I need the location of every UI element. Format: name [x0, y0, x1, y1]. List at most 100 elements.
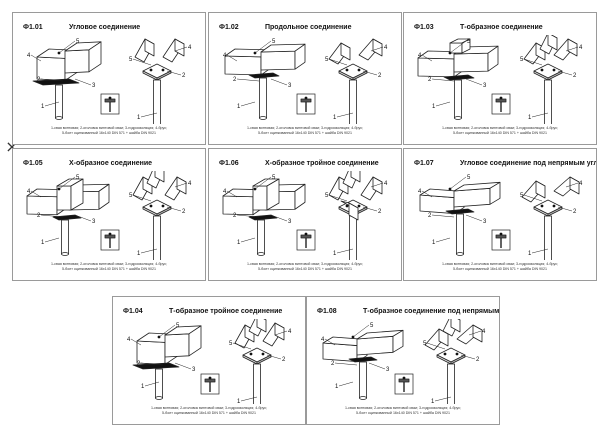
card-title: Х-образное соединение — [69, 160, 153, 167]
pile-cap — [204, 378, 216, 383]
caption-line-2: 5-болт оцинкованный 16х140 DIN 571 + шай… — [257, 131, 353, 135]
leader-line — [236, 214, 260, 218]
card-header: Ф1.03 Т-образное соединение — [414, 21, 588, 35]
beam-face — [453, 187, 491, 208]
callout-number: 4 — [288, 329, 292, 335]
card-title: Угловое соединение — [69, 24, 141, 31]
leader-line — [368, 362, 386, 370]
callout-number: 4 — [579, 45, 583, 51]
leader-line — [370, 182, 384, 188]
card-title: Х-образное тройное соединение — [265, 160, 379, 167]
screw-pile — [155, 368, 163, 399]
pile-cap — [104, 98, 116, 103]
drawing-card-Ф1.07[interactable]: Ф1.07 Угловое соединение под непрямым уг… — [403, 148, 597, 281]
leader-line — [44, 237, 60, 243]
bolt — [261, 352, 265, 356]
callout-number: 2 — [573, 73, 577, 79]
caption-line-1: 1-свая винтовая; 2-оголовок винтовой сва… — [441, 126, 559, 130]
beam-face — [350, 171, 361, 183]
leader-line — [336, 248, 354, 254]
callout-number: 2 — [182, 209, 186, 215]
screw-pile — [153, 215, 161, 260]
callout-number: 4 — [27, 189, 31, 195]
beam-face — [372, 176, 383, 195]
caption-line-2: 5-болт оцинкованный 16х140 DIN 571 + шай… — [257, 267, 353, 271]
callout-number: 5 — [229, 341, 233, 347]
leader-line — [40, 78, 64, 82]
beam-face — [26, 195, 58, 216]
callout-number: 5 — [76, 39, 80, 45]
pile-end — [259, 116, 267, 120]
beam-face — [36, 56, 66, 81]
screw-pile — [259, 77, 267, 119]
caption-line-2: 5-болт оцинкованный 16х140 DIN 571 + шай… — [452, 267, 548, 271]
pile-cap — [533, 63, 563, 79]
pile-cap — [547, 206, 563, 217]
leader-line — [328, 58, 348, 66]
card-code: Ф1.08 — [317, 308, 337, 315]
callout-number: 2 — [233, 77, 237, 83]
bolt — [249, 352, 253, 356]
screw-pile — [359, 361, 367, 399]
leader-line — [254, 40, 272, 54]
card-code: Ф1.01 — [23, 24, 43, 31]
callout-number: 4 — [418, 53, 422, 59]
bolt — [208, 376, 212, 380]
leader-line — [40, 214, 64, 218]
screw-pile — [454, 79, 462, 119]
card-header: Ф1.08 Т-образное соединение под непрямым… — [317, 305, 499, 319]
beam-face — [535, 180, 546, 199]
beam-face — [260, 50, 296, 71]
pile-cap — [300, 98, 312, 103]
card-title: Т-образное соединение под непрямым углом — [363, 308, 500, 315]
screw-pile — [253, 363, 261, 404]
callout-number: 5 — [325, 57, 329, 63]
leader-line — [254, 176, 272, 190]
leader-line — [334, 362, 358, 366]
caption-line-2: 5-болт оцинкованный 16х140 DIN 571 + шай… — [161, 411, 257, 415]
pile-cap — [450, 354, 466, 365]
callout-number: 2 — [428, 213, 432, 219]
waterproofing-layer — [348, 356, 378, 363]
leader-line — [328, 194, 348, 202]
pile-end — [257, 252, 265, 256]
callout-number: 1 — [137, 251, 141, 257]
callout-number: 2 — [476, 357, 480, 363]
caption-line-2: 5-болт оцинкованный 16х140 DIN 571 + шай… — [355, 411, 451, 415]
card-code: Ф1.04 — [123, 308, 143, 315]
callout-number: 4 — [321, 337, 325, 343]
card-caption: 1-свая винтовая; 2-оголовок винтовой сва… — [213, 126, 397, 136]
leader-line — [465, 78, 483, 86]
leader-line — [130, 338, 142, 346]
callout-number: 2 — [428, 77, 432, 83]
leader-line — [132, 194, 152, 202]
leader-line — [74, 214, 92, 222]
leader-line — [236, 78, 260, 82]
beam-face — [489, 181, 501, 205]
caption-line-1: 1-свая винтовая; 2-оголовок винтовой сва… — [246, 262, 364, 266]
callout-number: 4 — [188, 181, 192, 187]
callout-number: 1 — [237, 104, 241, 110]
card-title: Продольное соединение — [265, 24, 352, 31]
drawing-card-Ф1.08[interactable]: Ф1.08 Т-образное соединение под непрямым… — [306, 296, 500, 425]
beam-face — [256, 319, 267, 333]
waterproofing-layer — [445, 208, 475, 215]
callout-number: 1 — [141, 384, 145, 390]
leader-line — [132, 58, 152, 66]
caption-line-1: 1-свая винтовая; 2-оголовок винтовой сва… — [344, 406, 462, 410]
callout-number: 3 — [192, 367, 196, 373]
callout-number: 4 — [384, 45, 388, 51]
leader-line — [449, 40, 467, 54]
caption-line-1: 1-свая винтовая; 2-оголовок винтовой сва… — [246, 126, 364, 130]
callout-number: 1 — [41, 240, 45, 246]
callout-number: 4 — [223, 53, 227, 59]
pile-cap — [104, 234, 116, 239]
callout-number: 5 — [272, 39, 276, 45]
leader-line — [421, 190, 433, 198]
